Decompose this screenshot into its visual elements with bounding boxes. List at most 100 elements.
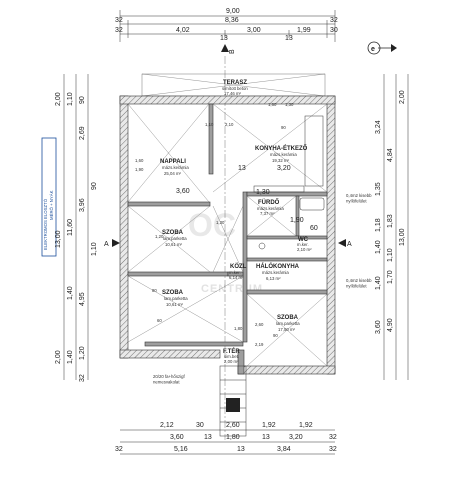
- electrical-legend-box: ELEKTROMOS ELOSZTÓ MÉRŐ + NYÁK: [41, 137, 57, 257]
- dim-top-3b: 4,02: [176, 27, 190, 34]
- vent-note-1-line2: nyílófelület: [346, 199, 367, 204]
- dim-left-in-6: 1,40: [67, 286, 74, 300]
- left-dimensions: 13,00 11,60 1,40 2,00 1,10 90 2,69 3,96 …: [55, 74, 98, 382]
- room-wc-name: WC: [298, 237, 309, 243]
- room-kozl-area: 6,14 m²: [229, 275, 244, 280]
- dim-bottom-2f: 32: [329, 434, 337, 441]
- room-furdo-area: 7,37 m²: [260, 211, 275, 216]
- opening-label: 1,10: [205, 122, 214, 127]
- dim-total-width: 9,00: [226, 8, 240, 15]
- opening-label: 60: [157, 318, 162, 323]
- room-terasz-area: 17,46 m²: [224, 91, 242, 96]
- section-b-label: B: [229, 49, 236, 54]
- room-nappali-finish: mázs.kerámia: [162, 165, 189, 170]
- dim-bottom-1c: 2,60: [226, 422, 240, 429]
- opening-label: 1,60: [268, 102, 277, 107]
- opening-label: 80: [152, 288, 157, 293]
- dim-top-3g: 30: [330, 27, 338, 34]
- room-terasz-finish: simított beton: [222, 86, 248, 91]
- room-kozl-name: KÖZL: [230, 263, 247, 270]
- room-szoba3-name: SZOBA: [277, 315, 299, 321]
- dim-right-mid-4: 4,90: [387, 318, 394, 332]
- dim-left-in-3: 2,69: [79, 126, 86, 140]
- dim-right-outer-1: 13,00: [399, 228, 406, 246]
- room-halokonyha-area: 6,13 m²: [266, 276, 281, 281]
- top-dimensions: 9,00 32 8,36 32 32 4,02 13 3,00 13 1,99 …: [115, 8, 338, 42]
- dim-left-mid-2: 1,40: [67, 350, 74, 364]
- vent-note-2-line1: 0,4m2 kisebb: [346, 278, 372, 283]
- room-fter-finish: sim.bet.: [224, 354, 239, 359]
- dim-bottom-1e: 1,92: [299, 422, 313, 429]
- opening-label: 2,19: [255, 342, 264, 347]
- dim-top-2b: 8,36: [225, 17, 239, 24]
- opening-label: 2,10: [225, 122, 234, 127]
- vent-note-2-line2: nyílófelület: [346, 284, 367, 289]
- opening-label: 1,30: [285, 102, 294, 107]
- dim-right-outer-0: 2,00: [399, 90, 406, 104]
- room-szoba1-name: SZOBA: [162, 230, 184, 236]
- room-wc-area: 2,10 m²: [297, 247, 312, 252]
- opening-label: 90: [281, 125, 286, 130]
- opening-label: 1,80: [234, 326, 243, 331]
- opening-label: 60: [310, 225, 318, 232]
- dim-left-in-10: 2,00: [55, 350, 62, 364]
- svg-text:e: e: [371, 46, 375, 53]
- dim-top-2c: 32: [330, 17, 338, 24]
- dim-right-in-3: 1,40: [375, 240, 382, 254]
- opening-label: 1,20: [155, 234, 164, 239]
- dim-bottom-1b: 30: [196, 422, 204, 429]
- room-furdo-name: FÜRDŐ: [258, 199, 280, 206]
- kitchen-island: [253, 185, 305, 193]
- dim-left-in-4: 3,96: [79, 198, 86, 212]
- room-wc-finish: m.ker.: [297, 242, 309, 247]
- dim-left-in-9: 1,10: [91, 242, 98, 256]
- dim-right-in-2: 1,18: [375, 218, 382, 232]
- room-nappali-name: NAPPALI: [160, 159, 186, 165]
- dim-top-3a: 32: [115, 27, 123, 34]
- dim-left-in-0: 2,00: [55, 92, 62, 106]
- footing-note: 20/20 fa+hőszigf nemesvakolat: [153, 374, 186, 385]
- room-halokonyha-name: HÁLÓKONYHA: [256, 262, 300, 270]
- dim-left-mid-1: 11,60: [67, 219, 74, 236]
- notes: 0,4m2 kisebb nyílófelület 0,4m2 kisebb n…: [153, 193, 373, 385]
- north-arrow-icon: e: [367, 41, 397, 55]
- vent-note-1-line1: 0,4m2 kisebb: [346, 193, 372, 198]
- opening-label: 3,60: [176, 188, 190, 195]
- toilet: [258, 242, 266, 250]
- opening-label: 1,90: [135, 167, 144, 172]
- dim-right-in-4: 1,40: [375, 276, 382, 290]
- room-konyha-name: KONYHA-ÉTKEZŐ: [255, 144, 308, 152]
- footing-note-line1: 20/20 fa+hőszigf: [153, 374, 185, 379]
- vent-note-2: 0,4m2 kisebb nyílófelület: [346, 278, 373, 289]
- dim-left-in-11: 32: [79, 374, 86, 382]
- legend-line-1: ELEKTROMOS ELOSZTÓ: [43, 198, 48, 250]
- section-a-left-label: A: [104, 241, 109, 248]
- dim-bottom-3d: 3,84: [277, 446, 291, 453]
- room-szoba1-area: 10,61 m²: [165, 242, 183, 247]
- dim-bottom-2d: 13: [262, 434, 270, 441]
- section-marker-a-left: [112, 239, 120, 247]
- dim-right-mid-1: 1,83: [387, 214, 394, 228]
- room-fter-name: F.TÉR: [223, 347, 240, 355]
- room-halokonyha-finish: mázs.kerámia: [262, 270, 289, 275]
- dim-right-mid-2: 1,10: [387, 248, 394, 262]
- opening-label: 1,90: [290, 217, 304, 224]
- room-szoba3-finish: lam.parketta: [276, 321, 300, 326]
- room-szoba2-finish: lam.parketta: [164, 296, 188, 301]
- vent-note-1: 0,4m2 kisebb nyílófelület: [346, 193, 373, 204]
- watermark-logo: OC: [188, 207, 236, 243]
- dim-bottom-2a: 3,60: [170, 434, 184, 441]
- outer-walls: [119, 95, 336, 375]
- dim-bottom-3a: 32: [115, 446, 123, 453]
- opening-label: 2,60: [255, 322, 264, 327]
- dim-right-mid-3: 1,70: [387, 270, 394, 284]
- dim-right-in-1: 1,35: [375, 182, 382, 196]
- dim-bottom-2b: 13: [204, 434, 212, 441]
- room-fter-area: 2,00 m²: [224, 359, 239, 364]
- dim-left-outer: 13,00: [55, 230, 62, 248]
- opening-label: 90: [273, 333, 278, 338]
- right-dimensions: 2,00 13,00 4,84 1,83 1,10 1,70 4,90 3,24…: [375, 74, 409, 380]
- dim-bottom-3b: 5,16: [174, 446, 188, 453]
- dim-left-in-5: 4,95: [79, 292, 86, 306]
- room-szoba2-name: SZOBA: [162, 290, 184, 296]
